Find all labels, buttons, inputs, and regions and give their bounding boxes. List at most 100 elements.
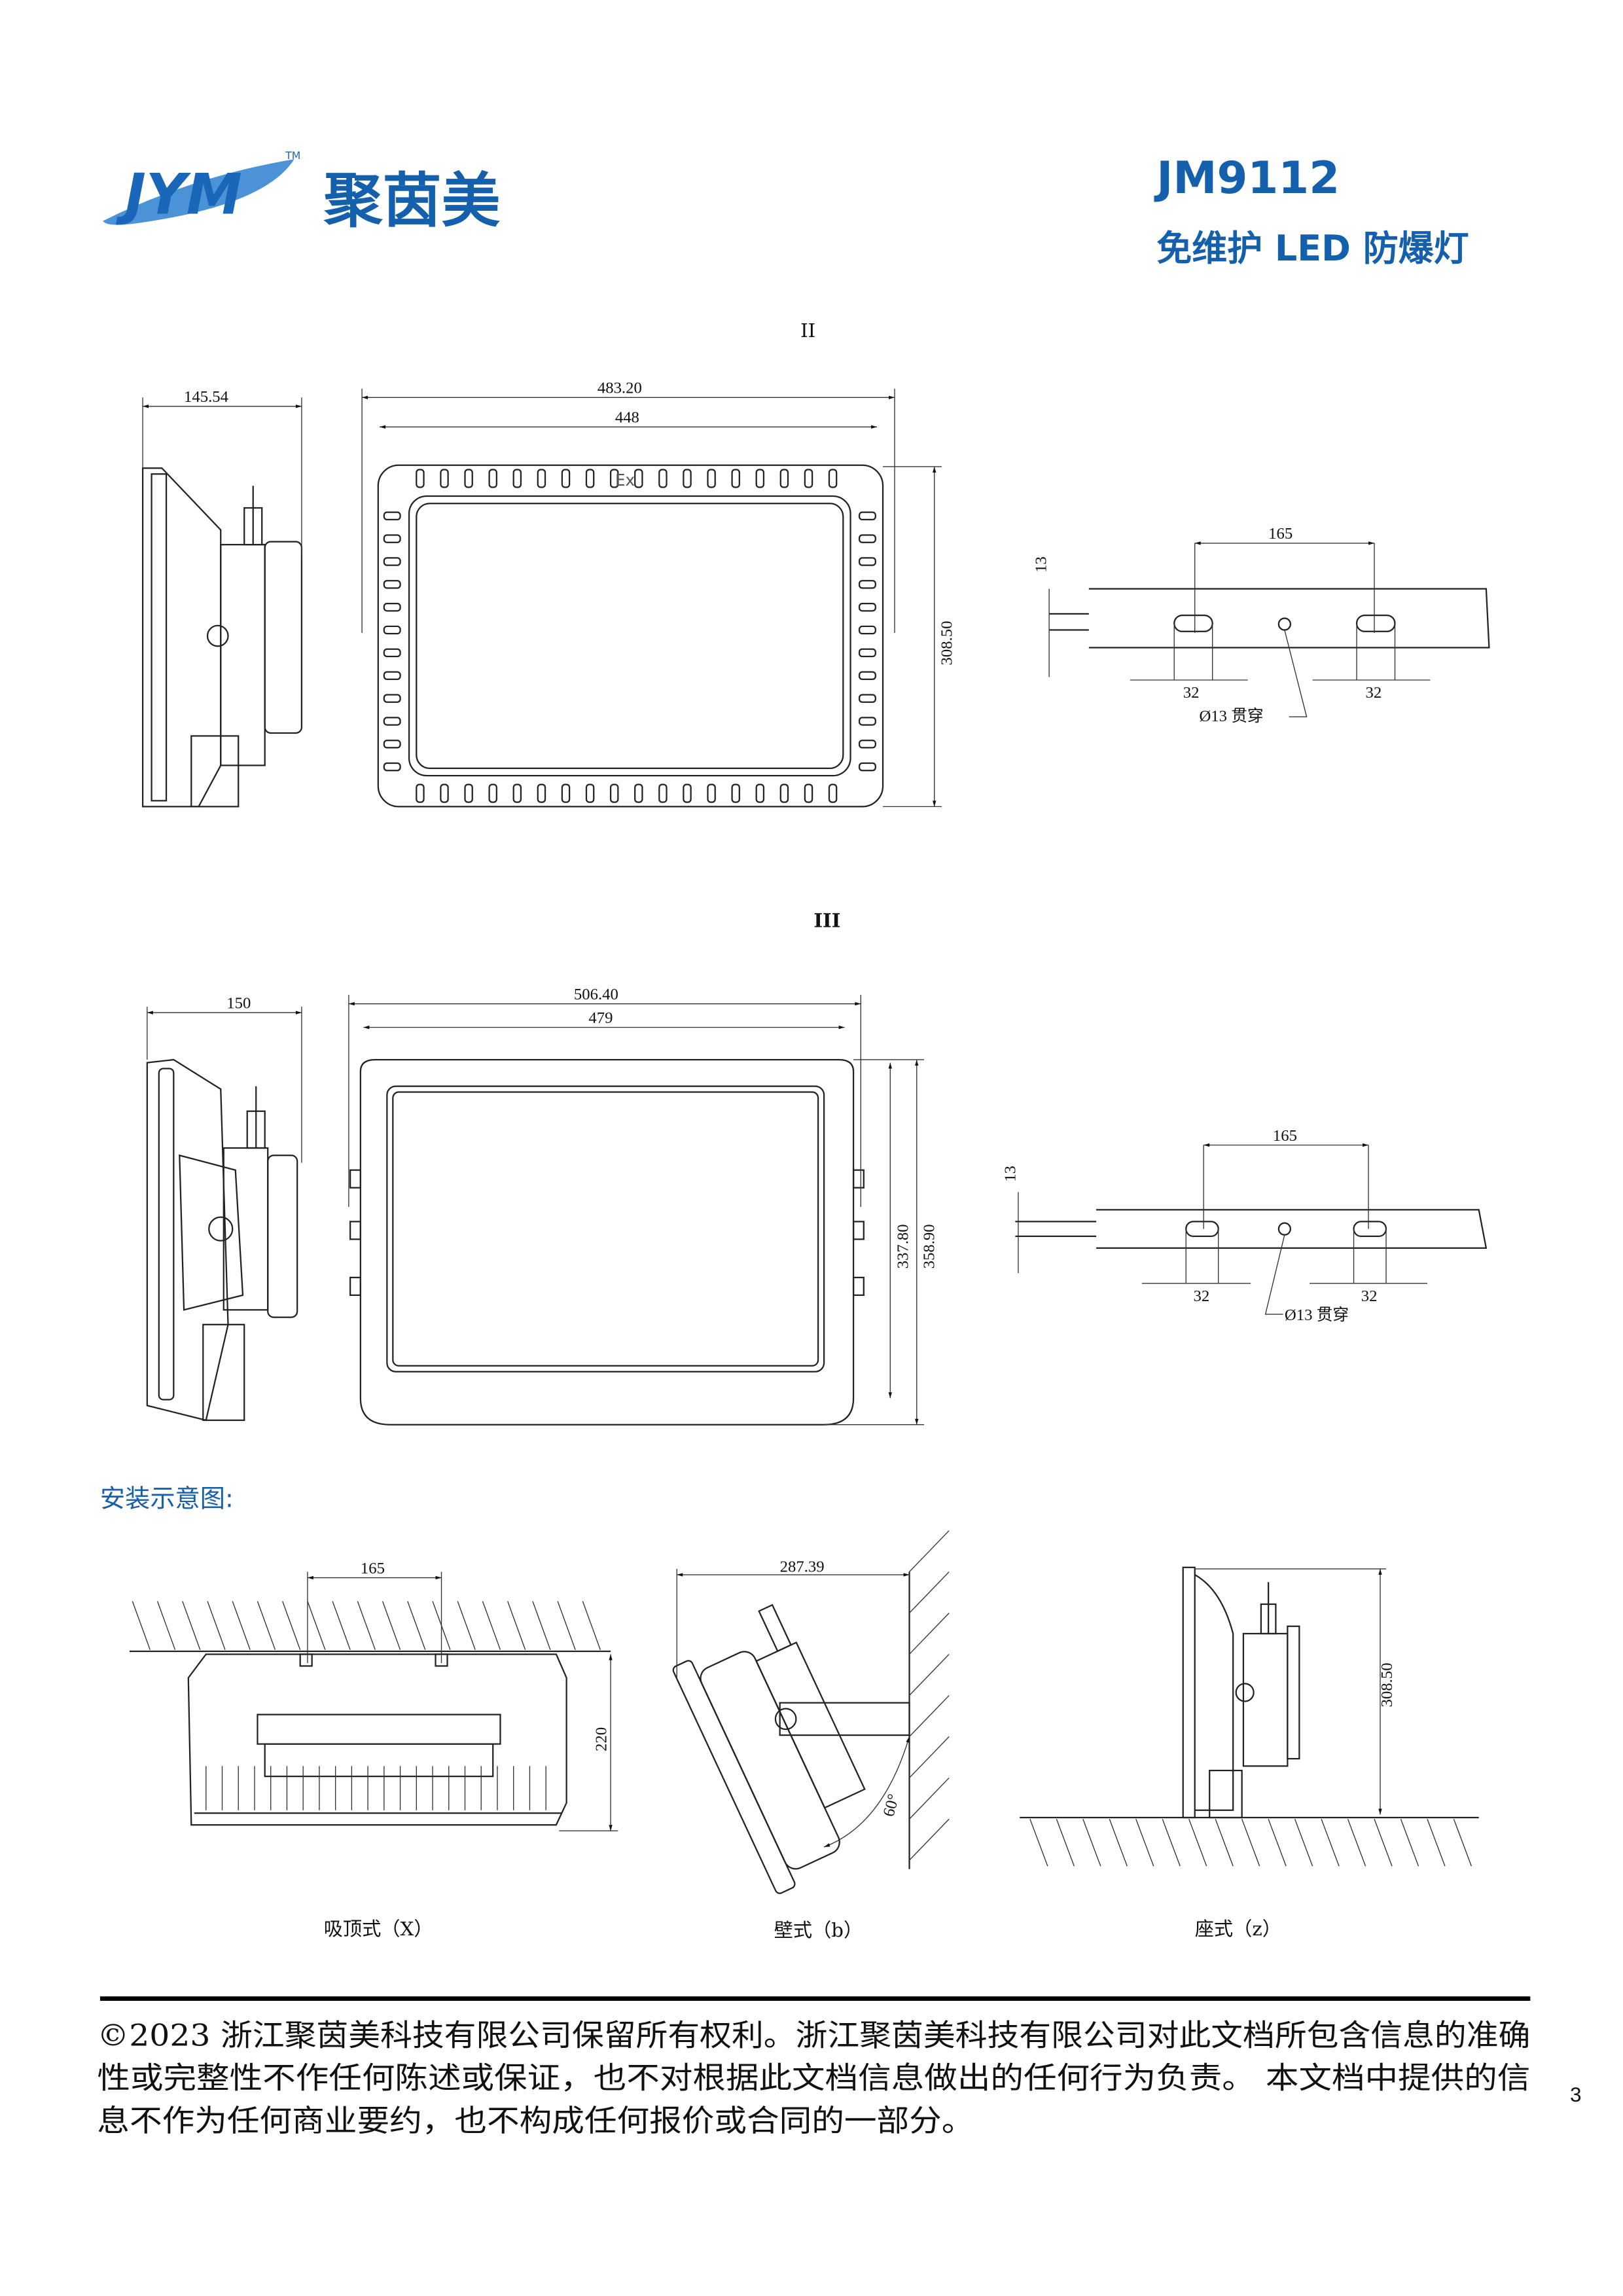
svg-text:165: 165	[1273, 1127, 1297, 1145]
hatch-line	[1056, 1819, 1075, 1867]
hatch-line	[1135, 1819, 1154, 1867]
cooling-fin	[383, 602, 401, 612]
cooling-fin	[779, 469, 789, 488]
cooling-fin	[488, 469, 497, 488]
cooling-fin	[416, 783, 425, 803]
cooling-fin	[537, 783, 546, 803]
cooling-fin	[383, 762, 401, 772]
svg-text:13: 13	[1033, 556, 1050, 573]
front-view-iii	[349, 1058, 865, 1426]
hatch-line	[182, 1601, 201, 1650]
svg-text:TM: TM	[285, 149, 300, 162]
svg-text:287.39: 287.39	[780, 1558, 825, 1576]
svg-text:220: 220	[592, 1727, 610, 1751]
cooling-fin	[440, 783, 449, 803]
hatch-line	[1321, 1819, 1340, 1867]
svg-text:Ø13 贯穿: Ø13 贯穿	[1199, 707, 1263, 725]
hatch-line	[1082, 1819, 1101, 1867]
cooling-fin	[488, 783, 497, 803]
hatch-line	[909, 1530, 950, 1573]
product-name: 免维护 LED 防爆灯	[1156, 228, 1469, 269]
hatch-line	[1029, 1819, 1048, 1867]
hatch-line	[909, 1818, 950, 1861]
floor-mount-diagram: 308.50	[1020, 1566, 1479, 1867]
front-view-ii: Ex	[377, 464, 884, 808]
svg-text:165: 165	[361, 1560, 385, 1577]
cooling-fin	[383, 671, 401, 681]
cooling-fin	[383, 694, 401, 703]
svg-text:165: 165	[1268, 525, 1293, 543]
caption-floor: 座式（z）	[1195, 1918, 1281, 1940]
cooling-fin	[707, 783, 716, 803]
hatch-line	[1374, 1819, 1393, 1867]
dim-height-overall-iii: 358.90	[921, 1224, 938, 1268]
cooling-fin	[464, 783, 473, 803]
cooling-fin	[858, 625, 876, 635]
hatch-line	[909, 1613, 950, 1655]
footer-line-1: ©2023 浙江聚茵美科技有限公司保留所有权利。浙江聚茵美科技有限公司对此文档所…	[97, 2018, 1530, 2053]
hatch-line	[1188, 1819, 1207, 1867]
hatch-line	[357, 1601, 376, 1650]
hatch-line	[132, 1601, 151, 1650]
side-view-iii	[146, 1058, 298, 1422]
section-title-ii: II	[800, 319, 815, 342]
dim-height-inner-iii: 337.80	[894, 1224, 912, 1268]
cooling-fin	[731, 783, 740, 803]
cooling-fin	[858, 511, 876, 521]
hatch-line	[1347, 1819, 1366, 1867]
hatch-line	[909, 1736, 950, 1778]
cooling-fin	[609, 783, 619, 803]
cooling-fin	[828, 783, 838, 803]
hatch-line	[1241, 1819, 1260, 1867]
mount-detail-iii: 165 13 32 32 Ø13 贯穿	[1001, 1127, 1488, 1324]
hatch-line	[282, 1601, 301, 1650]
dim-overall-width-iii: 506.40	[574, 986, 618, 1003]
cooling-fin	[858, 740, 876, 749]
cooling-fin	[858, 602, 876, 612]
cooling-fin	[858, 694, 876, 703]
hatch-line	[1109, 1819, 1128, 1867]
cooling-fin	[858, 580, 876, 589]
side-view-ii	[141, 467, 303, 808]
hatch-line	[207, 1601, 226, 1650]
cooling-fin	[561, 469, 571, 488]
cooling-fin	[383, 625, 401, 635]
ceiling-mount-diagram: 165 220	[129, 1560, 618, 1831]
cooling-fin	[512, 783, 522, 803]
cooling-fin	[634, 783, 643, 803]
footer-line-2: 性或完整性不作任何陈述或保证，也不对根据此文档信息做出的任何行为负责。 本文档中…	[97, 2060, 1530, 2096]
footer-line-3: 息不作为任何商业要约，也不构成任何报价或合同的一部分。	[97, 2103, 974, 2138]
hatch-line	[909, 1695, 950, 1737]
hatch-line	[307, 1601, 326, 1650]
cooling-fin	[383, 511, 401, 521]
hatch-line	[582, 1601, 601, 1650]
section-title-iii: III	[813, 910, 840, 932]
hatch-line	[407, 1601, 426, 1650]
hatch-line	[557, 1601, 576, 1650]
cooling-fin	[858, 557, 876, 566]
svg-text:308.50: 308.50	[1378, 1662, 1396, 1707]
svg-text:Ø13 贯穿: Ø13 贯穿	[1285, 1306, 1349, 1324]
svg-text:Ex: Ex	[615, 471, 635, 490]
hatch-line	[1162, 1819, 1181, 1867]
cooling-fin	[828, 469, 838, 488]
hatch-line	[507, 1601, 526, 1650]
hatch-line	[257, 1601, 276, 1650]
hatch-line	[482, 1601, 501, 1650]
cooling-fin	[858, 717, 876, 726]
cooling-fin	[585, 469, 595, 488]
cooling-fin	[858, 534, 876, 543]
dim-inner-width-iii: 479	[588, 1009, 613, 1027]
hatch-line	[909, 1653, 950, 1696]
cooling-fin	[658, 783, 668, 803]
cooling-fin	[512, 469, 522, 488]
caption-ceiling: 吸顶式（X）	[324, 1918, 433, 1940]
hatch-line	[1453, 1819, 1472, 1867]
cooling-fin	[440, 469, 449, 488]
hatch-line	[1215, 1819, 1234, 1867]
cooling-fin	[858, 648, 876, 658]
svg-text:JYM: JYM	[115, 162, 242, 227]
wall-mount-diagram: 60° 287.39	[672, 1530, 950, 1894]
dim-overall-width-ii: 483.20	[597, 380, 642, 397]
